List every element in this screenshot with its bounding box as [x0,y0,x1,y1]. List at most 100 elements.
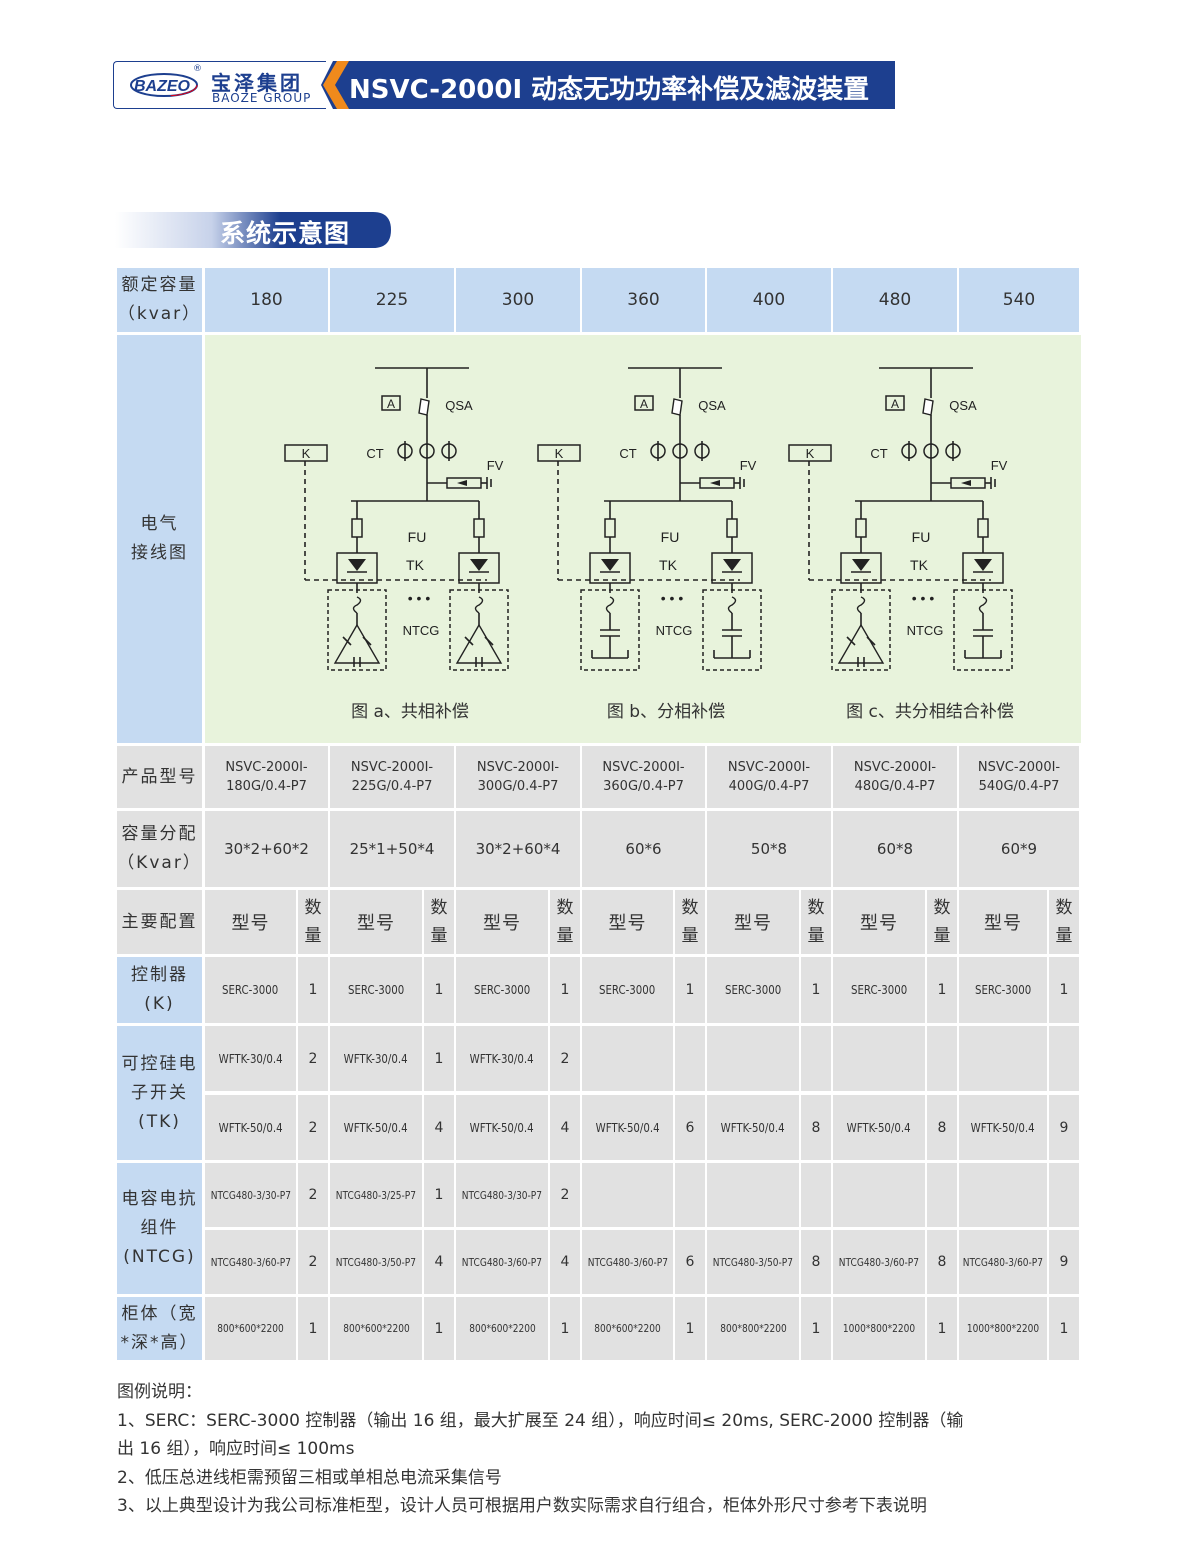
capacity-value: 400 [707,268,831,332]
tk-row2-qty-text: 4 [560,1119,570,1136]
product-model-line: NSVC-2000I- [476,760,560,775]
tk-row2-qty-text: 6 [685,1119,695,1136]
fu-label: FU [408,529,427,545]
fuse-box [726,518,738,538]
controller-model: SERC-3000 [582,957,673,1023]
product-model-line: 225G/0.4-P7 [351,779,433,794]
ntcg-row1-model [833,1163,925,1227]
cabinet-model-text: 800*600*2200 [217,1322,284,1335]
product-model: NSVC-2000I-360G/0.4-P7 [582,746,705,808]
cabinet-qty: 1 [927,1297,957,1360]
col-qty-header-text: 数量 [304,898,322,946]
capacity-distribution-text: 25*1+50*4 [349,840,435,858]
ammeter-label: A [891,397,899,411]
page-header: BAZEO ® 宝泽集团 BAOZE GROUP NSVC-2000I 动态无功… [113,61,895,109]
cabinet-qty: 1 [801,1297,831,1360]
thyristor-icon [852,559,870,571]
ntcg-row2-model-text: NTCG480-3/60-P7 [461,1255,543,1269]
capacity-distribution: 50*8 [707,811,831,887]
cabinet-model: 1000*800*2200 [833,1297,925,1360]
ntcg-row2-qty: 8 [927,1230,957,1294]
tk-label: TK [910,557,929,573]
tk-row1-qty-text: 1 [434,1050,444,1067]
cabinet-qty-text: 1 [308,1320,318,1337]
controller-k-box [537,444,581,462]
ntcg-row2-qty: 2 [298,1230,328,1294]
controller-qty-text: 1 [1059,982,1069,998]
fv-arrow-icon [961,480,971,486]
capacity-distribution: 60*9 [959,811,1079,887]
reactor-icon [727,596,737,614]
product-model-line: 180G/0.4-P7 [226,779,307,794]
cabinet-model: 800*600*2200 [456,1297,548,1360]
capacitor-plate [866,636,876,646]
logo-mark-text: BAZEO [134,78,191,95]
logo-english-name: BAOZE GROUP [212,91,312,105]
col-type-header-text: 型号 [734,913,772,934]
qsa-label: QSA [949,398,977,413]
capacity-value: 300 [456,268,580,332]
capacity-distribution: 25*1+50*4 [330,811,454,887]
controller-qty-text: 1 [434,982,444,998]
controller-qty: 1 [1049,957,1079,1023]
cabinet-label-line-2: *深*高） [120,1332,199,1353]
col-qty-header-text: 数量 [1055,898,1073,946]
thyristor-icon [723,559,741,571]
ntcg-row2-model: NTCG480-3/60-P7 [582,1230,673,1294]
cabinet-model-text: 800*800*2200 [719,1322,787,1335]
title-banner [321,61,895,109]
ntcg-module-box [702,589,762,671]
col-type-header-text: 型号 [608,913,647,934]
ntcg-row1-model [582,1163,673,1227]
capacity-value-text: 480 [878,290,912,310]
model-label-line-1: 产品型号 [121,766,198,787]
fuse-box [977,518,989,538]
ntcg-label: NTCG [656,623,693,638]
ntcg-row2-qty: 8 [801,1230,831,1294]
ntcg-label-line-1: 电容电抗 [121,1189,198,1209]
distribution-label-line-1: 容量分配 [121,824,198,844]
controller-model-text: SERC-3000 [222,983,279,997]
ntcg-row2-model-text: NTCG480-3/50-P7 [712,1255,794,1269]
model-label: 产品型号产品型号 [117,746,202,808]
capacity-distribution: 30*2+60*2 [205,811,328,887]
tk-row2-qty: 2 [298,1095,328,1160]
distribution-label: 容量分配（Kvar）容量分配（Kvar） [117,811,202,887]
company-logo: BAZEO ® 宝泽集团 BAOZE GROUP [113,61,326,109]
controller-label-line-2: (K) [144,994,175,1014]
ntcg-row1-model [707,1163,799,1227]
controller-label-line-1: 控制器 [131,965,188,985]
cabinet-model: 800*600*2200 [205,1297,296,1360]
cabinet-model-text: 800*600*2200 [468,1322,536,1335]
cabinet-qty: 1 [675,1297,705,1360]
caption-b: 图 b、分相补偿 [607,702,725,722]
ntcg-row2-model-text: NTCG480-3/60-P7 [838,1255,920,1269]
controller-k-box [284,444,328,462]
cabinet-model-text: 800*600*2200 [594,1322,661,1335]
fu-label: FU [912,529,931,545]
tk-row1-qty-text: 2 [308,1050,318,1067]
ammeter-label: A [387,397,395,411]
ntcg-row2-model: NTCG480-3/60-P7 [205,1230,296,1294]
thyristor-icon [348,559,366,571]
ntcg-row2-model: NTCG480-3/60-P7 [456,1230,548,1294]
product-model-line: NSVC-2000I- [727,760,811,775]
tk-row1-model: WFTK-30/0.4 [330,1026,422,1091]
col-type-header: 型号 [833,890,925,954]
switch-qsa-icon [418,398,430,416]
ntcg-row1-qty: 1 [424,1163,454,1227]
section-header: 系统示意图 [115,212,391,248]
capacity-distribution-text: 30*2+60*2 [224,840,309,858]
ntcg-module-box [449,589,509,671]
controller-qty-text: 1 [811,982,821,998]
tk-row1-model [582,1026,673,1091]
controller-model-text: SERC-3000 [850,983,908,997]
col-qty-header: 数量 [550,890,580,954]
capacity-distribution: 60*6 [582,811,705,887]
fuse-box [604,518,616,538]
section-banner [115,212,391,248]
ntcg-row2-qty-text: 4 [434,1254,444,1270]
dots-label: • • • [912,590,935,606]
